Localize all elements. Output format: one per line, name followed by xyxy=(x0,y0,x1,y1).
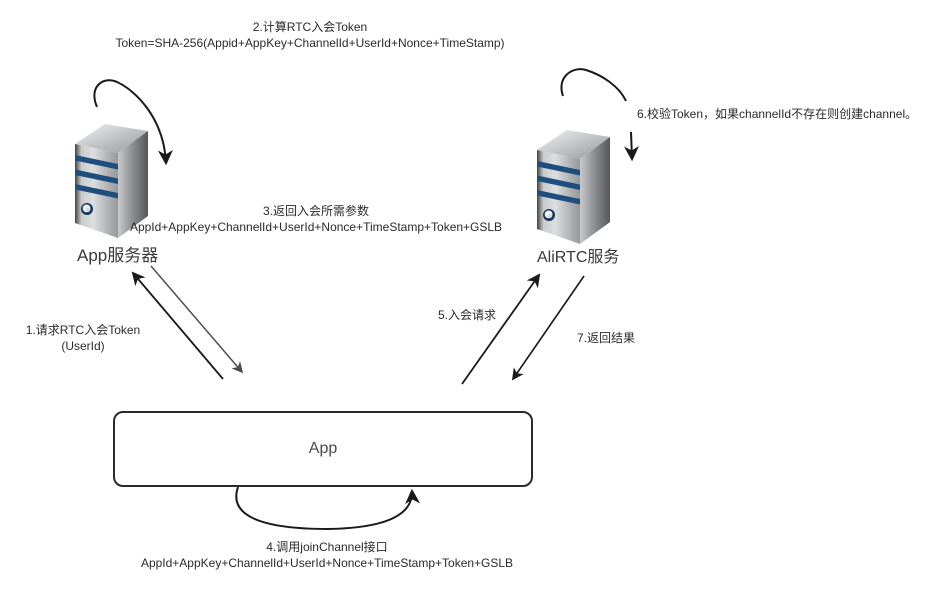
app-node: App xyxy=(113,411,533,487)
step1-param: (UserId) xyxy=(61,339,105,353)
step6-label: 6.校验Token，如果channelId不存在则创建channel。 xyxy=(637,107,918,121)
alirtc-self-loop-down-arrow xyxy=(624,131,640,162)
app-server-label: App服务器 xyxy=(77,246,159,265)
arrow-appserver-to-app xyxy=(150,265,244,374)
app-server-self-loop-arrow xyxy=(93,79,173,166)
step2-annotation: 2.计算RTC入会Token Token=SHA-256(Appid+AppKe… xyxy=(60,19,560,51)
step4-annotation: 4.调用joinChannel接口 AppId+AppKey+ChannelId… xyxy=(77,539,577,571)
step6-annotation: 6.校验Token，如果channelId不存在则创建channel。 xyxy=(637,106,917,122)
step2-title: 2.计算RTC入会Token xyxy=(252,20,368,34)
arrow-app-to-alirtc xyxy=(461,273,541,385)
step1-title: 1.请求RTC入会Token xyxy=(25,323,141,337)
step7-label: 7.返回结果 xyxy=(577,331,636,345)
step4-params: AppId+AppKey+ChannelId+UserId+Nonce+Time… xyxy=(140,556,514,570)
app-node-label: App xyxy=(308,440,338,457)
app-self-loop-arrow xyxy=(235,486,421,531)
arrow-app-to-appserver xyxy=(131,271,224,380)
step3-annotation: 3.返回入会所需参数 AppId+AppKey+ChannelId+UserId… xyxy=(66,203,566,235)
step3-params: AppId+AppKey+ChannelId+UserId+Nonce+Time… xyxy=(129,220,503,234)
step5-label: 5.入会请求 xyxy=(438,308,497,322)
step2-formula: Token=SHA-256(Appid+AppKey+ChannelId+Use… xyxy=(115,36,505,50)
arrow-alirtc-to-app xyxy=(511,275,585,381)
alirtc-server-label: AliRTC服务 xyxy=(537,249,620,266)
step3-title: 3.返回入会所需参数 xyxy=(262,204,369,218)
step1-annotation: 1.请求RTC入会Token (UserId) xyxy=(13,322,153,354)
alirtc-self-loop-arc xyxy=(560,68,627,102)
step4-title: 4.调用joinChannel接口 xyxy=(266,540,388,554)
